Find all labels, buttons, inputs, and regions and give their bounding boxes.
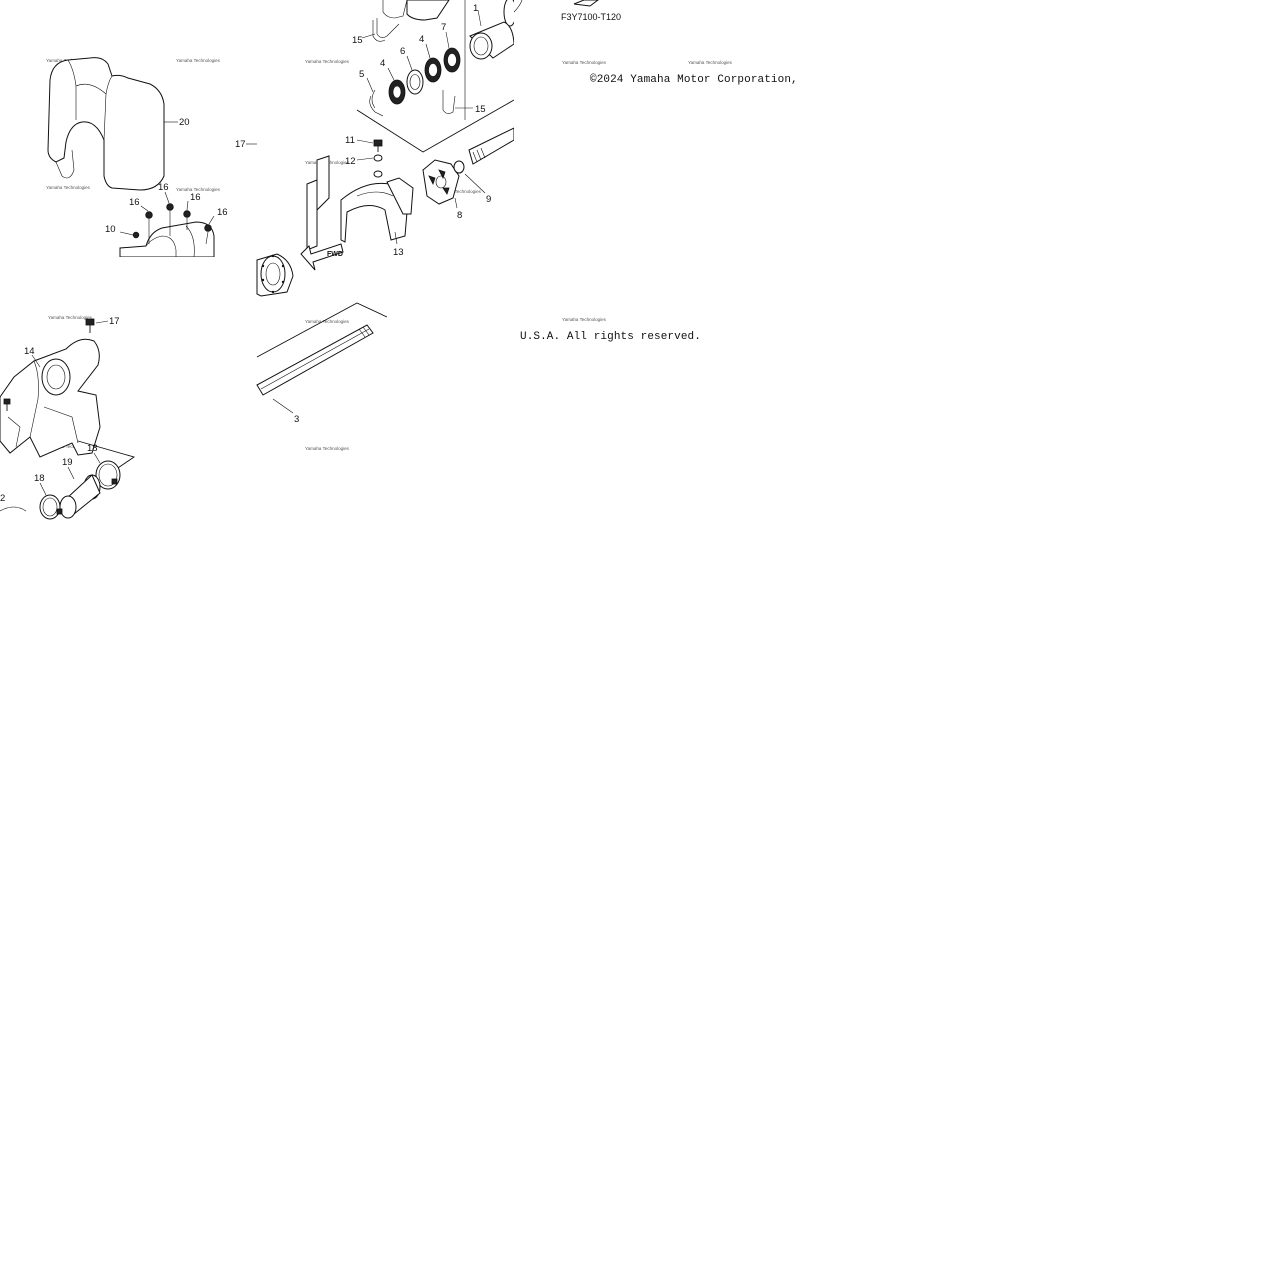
callout-18: 18 (34, 473, 45, 484)
callout-17-tag: 17 (235, 138, 257, 158)
watermark: Yamaha Technologies (688, 60, 733, 65)
watermark: Yamaha Technologies (48, 444, 93, 449)
watermark: Yamaha Technologies (176, 187, 221, 192)
bracket-fragment (573, 0, 599, 7)
copyright-line-1: ©2024 Yamaha Motor Corporation, (590, 74, 798, 86)
callout-4: 4 (419, 34, 424, 45)
fwd-arrow-icon: FWD (300, 243, 344, 271)
callout-13: 13 (393, 247, 404, 258)
housing-part-13 (306, 155, 414, 251)
callout-18: 18 (87, 443, 98, 454)
callout-16: 16 (158, 182, 169, 193)
tile-middle-middle-drawing: Yamaha Technologies Yamaha Technologies … (256, 302, 388, 451)
duct-part-2 (0, 506, 27, 512)
washer-part-9 (453, 160, 465, 174)
tile-top-right-drawing: F3Y7100-T120 Yamaha Technologies Yamaha … (513, 0, 733, 65)
callout-8: 8 (457, 210, 462, 221)
tile-middle-right-drawing: Yamaha Technologies (562, 317, 607, 322)
callout-15: 15 (475, 104, 486, 115)
watermark: Yamaha Technologies (176, 58, 221, 63)
callout-4: 4 (380, 58, 385, 69)
callout-16: 16 (217, 207, 228, 218)
bolt-fragment (3, 398, 11, 405)
callout-19: 19 (62, 457, 73, 468)
diagram-tile-top-left: Yamaha Technologies Yamaha Technologies … (0, 0, 257, 258)
callout-3: 3 (294, 414, 299, 425)
callout-17: 17 (235, 139, 246, 150)
callout-17: 17 (109, 316, 120, 327)
diagram-tile-top-middle: Yamaha Technologies Yamaha Technologies … (257, 0, 517, 258)
fwd-label: FWD (327, 251, 343, 258)
callout-9: 9 (486, 194, 491, 205)
drive-shaft-part-3 (256, 324, 374, 396)
band-part-18 (39, 494, 63, 520)
watermark: Yamaha Technologies (562, 317, 607, 322)
copyright-line-2: U.S.A. All rights reserved. (520, 331, 701, 343)
sleeve-part-19 (59, 474, 101, 519)
watermark: Yamaha Technologies (305, 319, 350, 324)
diagram-code: F3Y7100-T120 (561, 12, 621, 22)
callout-2: 2 (0, 493, 5, 504)
bolt-part-17 (85, 318, 95, 333)
tile-top-left-drawing: Yamaha Technologies Yamaha Technologies … (46, 57, 228, 258)
callout-1: 1 (473, 3, 478, 14)
diagram-tile-top-right: F3Y7100-T120 Yamaha Technologies Yamaha … (513, 0, 798, 257)
housing-part (119, 203, 215, 258)
watermark: Yamaha Technologies (48, 315, 93, 320)
duct-and-fwd-region: FWD (256, 240, 347, 300)
housing-part-14 (0, 338, 101, 458)
callout-14: 14 (24, 346, 35, 357)
diagram-tile-middle-left: Yamaha Technologies Yamaha Technologies … (0, 257, 257, 520)
watermark: Yamaha Technologies (562, 60, 607, 65)
diagram-tile-middle-middle: Yamaha Technologies Yamaha Technologies … (256, 257, 514, 514)
impeller-part-8 (422, 159, 460, 205)
callout-5: 5 (359, 69, 364, 80)
duct-part (256, 253, 294, 297)
watermark: Yamaha Technologies (437, 189, 482, 194)
watermark: Yamaha Technologies (305, 446, 350, 451)
bolt-parts (373, 139, 383, 178)
watermark: Yamaha Technologies (305, 59, 350, 64)
diagram-tile-middle-right: Yamaha Technologies U.S.A. All rights re… (514, 257, 771, 514)
callout-7: 7 (441, 22, 446, 33)
callout-11: 11 (345, 135, 355, 146)
band-part-18 (95, 460, 121, 490)
tile-middle-left-drawing: Yamaha Technologies Yamaha Technologies … (0, 315, 136, 520)
callout-16: 16 (129, 197, 140, 208)
callout-16: 16 (190, 192, 201, 203)
callout-6: 6 (400, 46, 405, 57)
watermark: Yamaha Technologies (46, 185, 91, 190)
cover-part-20 (47, 57, 165, 191)
callout-10: 10 (105, 224, 116, 235)
callout-20: 20 (179, 117, 190, 128)
bearing-parts (369, 47, 461, 117)
sleeve-part-1 (469, 0, 517, 60)
callout-15: 15 (352, 35, 363, 46)
tile-top-middle-drawing: Yamaha Technologies Yamaha Technologies … (305, 0, 517, 258)
callout-12: 12 (345, 156, 356, 167)
